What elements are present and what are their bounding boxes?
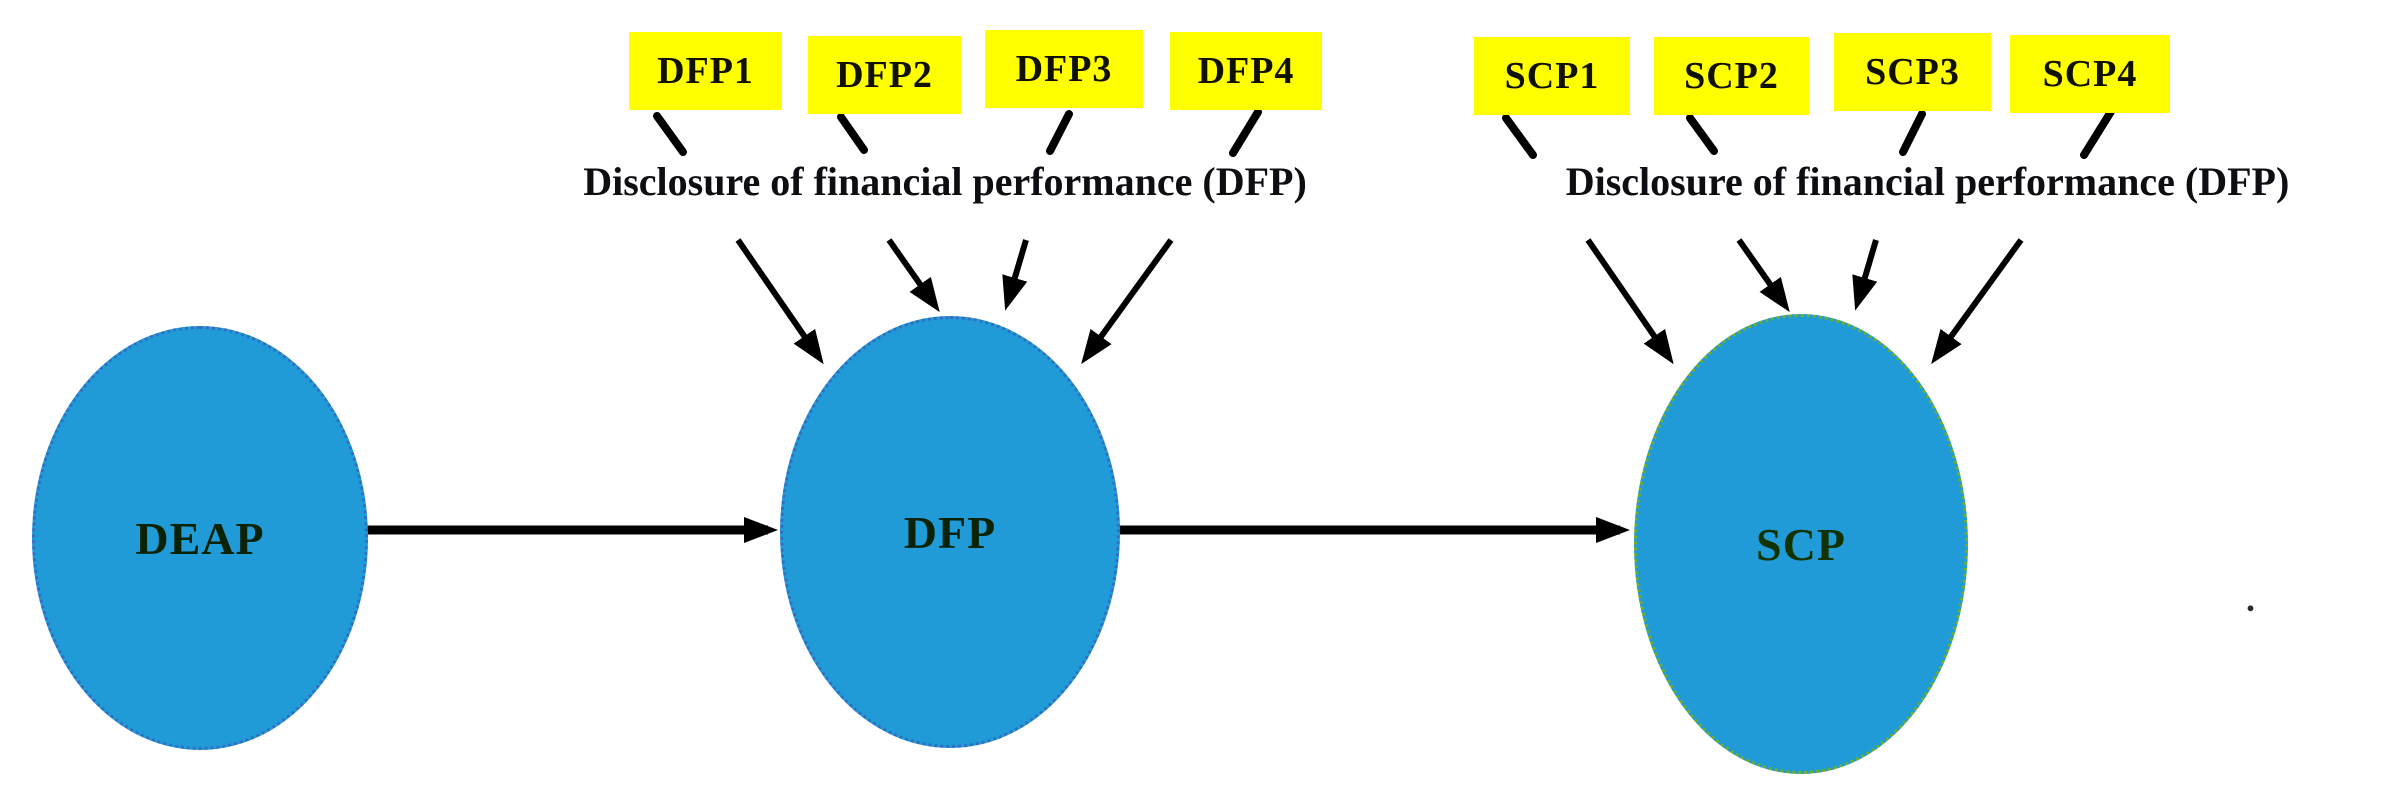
arrow-scp3-to-scp [1852, 239, 1879, 311]
latent-ellipse-dfp: DFP [780, 316, 1120, 748]
indicator-box-dfp2: DFP2 [808, 36, 961, 114]
arrow-dfp1-to-dfp [735, 238, 824, 365]
arrow-stub-dfp1 [653, 112, 687, 156]
indicator-box-dfp1: DFP1 [629, 32, 782, 110]
indicator-box-scp3: SCP3 [1834, 33, 1991, 111]
stray-mark-dot: . [2246, 579, 2255, 619]
arrow-scp2-to-scp [1736, 238, 1790, 313]
latent-label-dfp: DFP [903, 506, 997, 558]
arrow-dfp2-to-dfp [886, 238, 940, 313]
arrow-stub-dfp2 [837, 113, 868, 154]
indicator-box-scp4: SCP4 [2010, 35, 2170, 113]
indicator-group-caption-dfp: Disclosure of financial performance (DFP… [583, 159, 1307, 204]
indicator-box-scp2: SCP2 [1654, 37, 1809, 115]
indicator-group-caption-scp: Disclosure of financial performance (DFP… [1565, 159, 2290, 204]
indicator-box-dfp4: DFP4 [1170, 32, 1322, 110]
arrow-stub-dfp4 [1229, 108, 1262, 157]
arrow-stub-scp1 [1502, 114, 1537, 159]
arrow-scp4-to-scp [1931, 238, 2024, 365]
arrow-stub-scp3 [1899, 110, 1926, 156]
arrow-stub-dfp3 [1046, 110, 1073, 155]
latent-ellipse-deap: DEAP [32, 326, 368, 750]
latent-ellipse-scp: SCP [1634, 314, 1968, 774]
indicator-box-dfp3: DFP3 [985, 30, 1143, 108]
arrow-stub-scp2 [1686, 114, 1718, 155]
arrow-scp1-to-scp [1585, 238, 1674, 365]
latent-label-deap: DEAP [135, 512, 265, 564]
indicator-box-scp1: SCP1 [1474, 37, 1630, 115]
arrow-dfp3-to-dfp [1002, 239, 1029, 311]
arrow-stub-scp4 [2080, 106, 2116, 159]
latent-label-scp: SCP [1756, 518, 1846, 570]
arrow-dfp4-to-dfp [1081, 238, 1174, 365]
